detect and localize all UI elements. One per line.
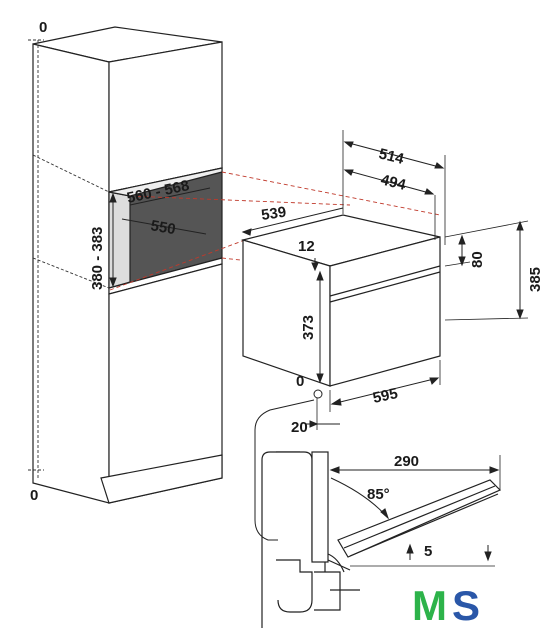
dim-bottom-zero: 0: [296, 373, 304, 390]
oven-control-strip: [329, 265, 441, 303]
detail-connector: [254, 399, 315, 541]
niche-inner-left: [108, 191, 131, 289]
dim-door-angle: 85°: [367, 486, 390, 503]
niche-depth-arrow: [121, 218, 207, 235]
dim-body-height: 373: [300, 315, 317, 340]
dim-total-height: 385: [527, 267, 544, 292]
logo-letter-s: S: [452, 582, 480, 629]
dim-door-reach: 290: [394, 453, 419, 470]
dim-side-gap: 20: [291, 419, 308, 436]
dim-niche-height: 380 - 383: [89, 227, 106, 290]
ms-logo: M S: [412, 582, 480, 629]
dim-door-gap: 5: [424, 543, 432, 560]
oven-side-face: [242, 239, 331, 387]
niche-width-arrow: [129, 187, 211, 206]
dim-top-gap: 0: [39, 19, 47, 36]
cabinet-plinth: [100, 454, 223, 504]
tall-cabinet: [32, 26, 223, 504]
oven-body: [240, 214, 441, 387]
detail-dim-lines: [329, 455, 501, 567]
dim-control-height: 80: [469, 251, 486, 268]
cabinet-guides: [28, 39, 110, 480]
open-door-panel: [337, 479, 502, 558]
niche-height-arrow: [109, 192, 117, 288]
cabinet-front-upper: [108, 41, 223, 193]
dim-niche-depth: 550: [149, 217, 177, 238]
dim-bottom-gap: 0: [30, 487, 38, 504]
oven-front-face: [329, 236, 441, 387]
dim-width: 595: [371, 385, 399, 407]
dim-depth-outer: 514: [377, 145, 406, 168]
projection-lines: [109, 171, 441, 291]
dim-top-clearance: 12: [298, 238, 315, 255]
oven-dim-lines: [241, 130, 529, 430]
logo-letter-m: M: [412, 582, 447, 629]
detail-marker-circle: [313, 389, 323, 399]
door-detail: [261, 451, 502, 628]
dim-depth-inner: 494: [379, 171, 408, 194]
dim-depth-total: 539: [260, 204, 287, 224]
